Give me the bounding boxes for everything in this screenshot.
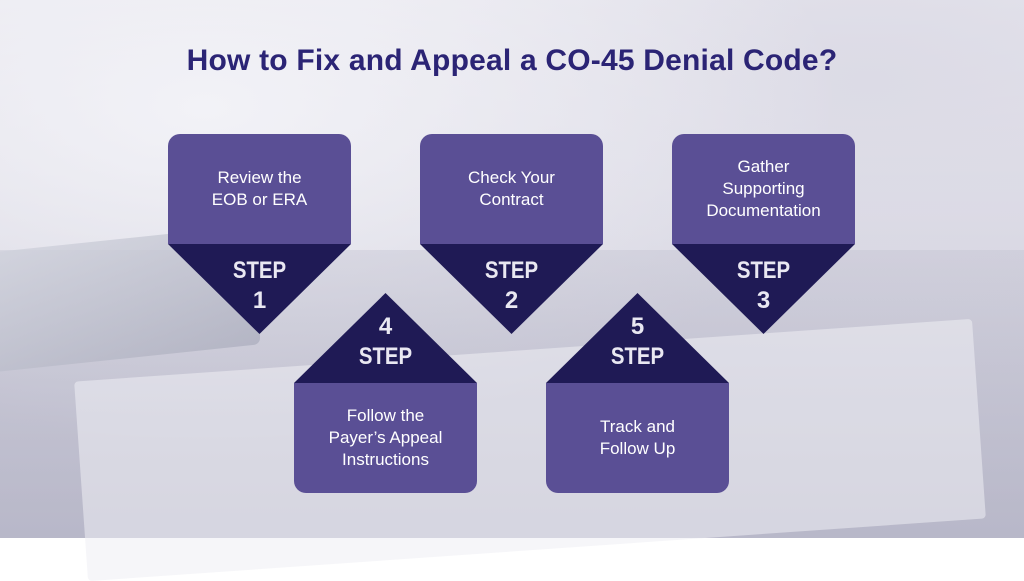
step-1-number: 1 (252, 287, 267, 314)
step-2-text: Check Your Contract (468, 168, 555, 209)
step-2-box: Check Your Contract (420, 134, 603, 244)
step-4-arrow (294, 293, 477, 383)
step-3-arrow (672, 244, 855, 334)
step-5-arrow (546, 293, 729, 383)
step-5-number: 5 (630, 313, 645, 340)
step-4-label: STEP (358, 343, 413, 370)
step-5-label: STEP (610, 343, 665, 370)
step-3-text: Gather Supporting Documentation (706, 157, 821, 220)
page-title: How to Fix and Appeal a CO-45 Denial Cod… (186, 44, 838, 77)
step-2-label: STEP (484, 257, 539, 284)
step-1-box: Review the EOB or ERA (168, 134, 351, 244)
step-4-box: Follow the Payer’s Appeal Instructions (294, 383, 477, 493)
step-3-box: Gather Supporting Documentation (672, 134, 855, 244)
step-1-arrow (168, 244, 351, 334)
step-5-text: Track and Follow Up (599, 417, 676, 458)
step-1-label: STEP (232, 257, 287, 284)
step-2-arrow (420, 244, 603, 334)
step-4-text: Follow the Payer’s Appeal Instructions (328, 406, 443, 469)
step-3-label: STEP (736, 257, 791, 284)
step-3-number: 3 (756, 287, 771, 314)
step-4-number: 4 (378, 313, 393, 340)
step-5-box: Track and Follow Up (546, 383, 729, 493)
step-1-text: Review the EOB or ERA (211, 168, 308, 209)
step-2-number: 2 (504, 287, 519, 314)
